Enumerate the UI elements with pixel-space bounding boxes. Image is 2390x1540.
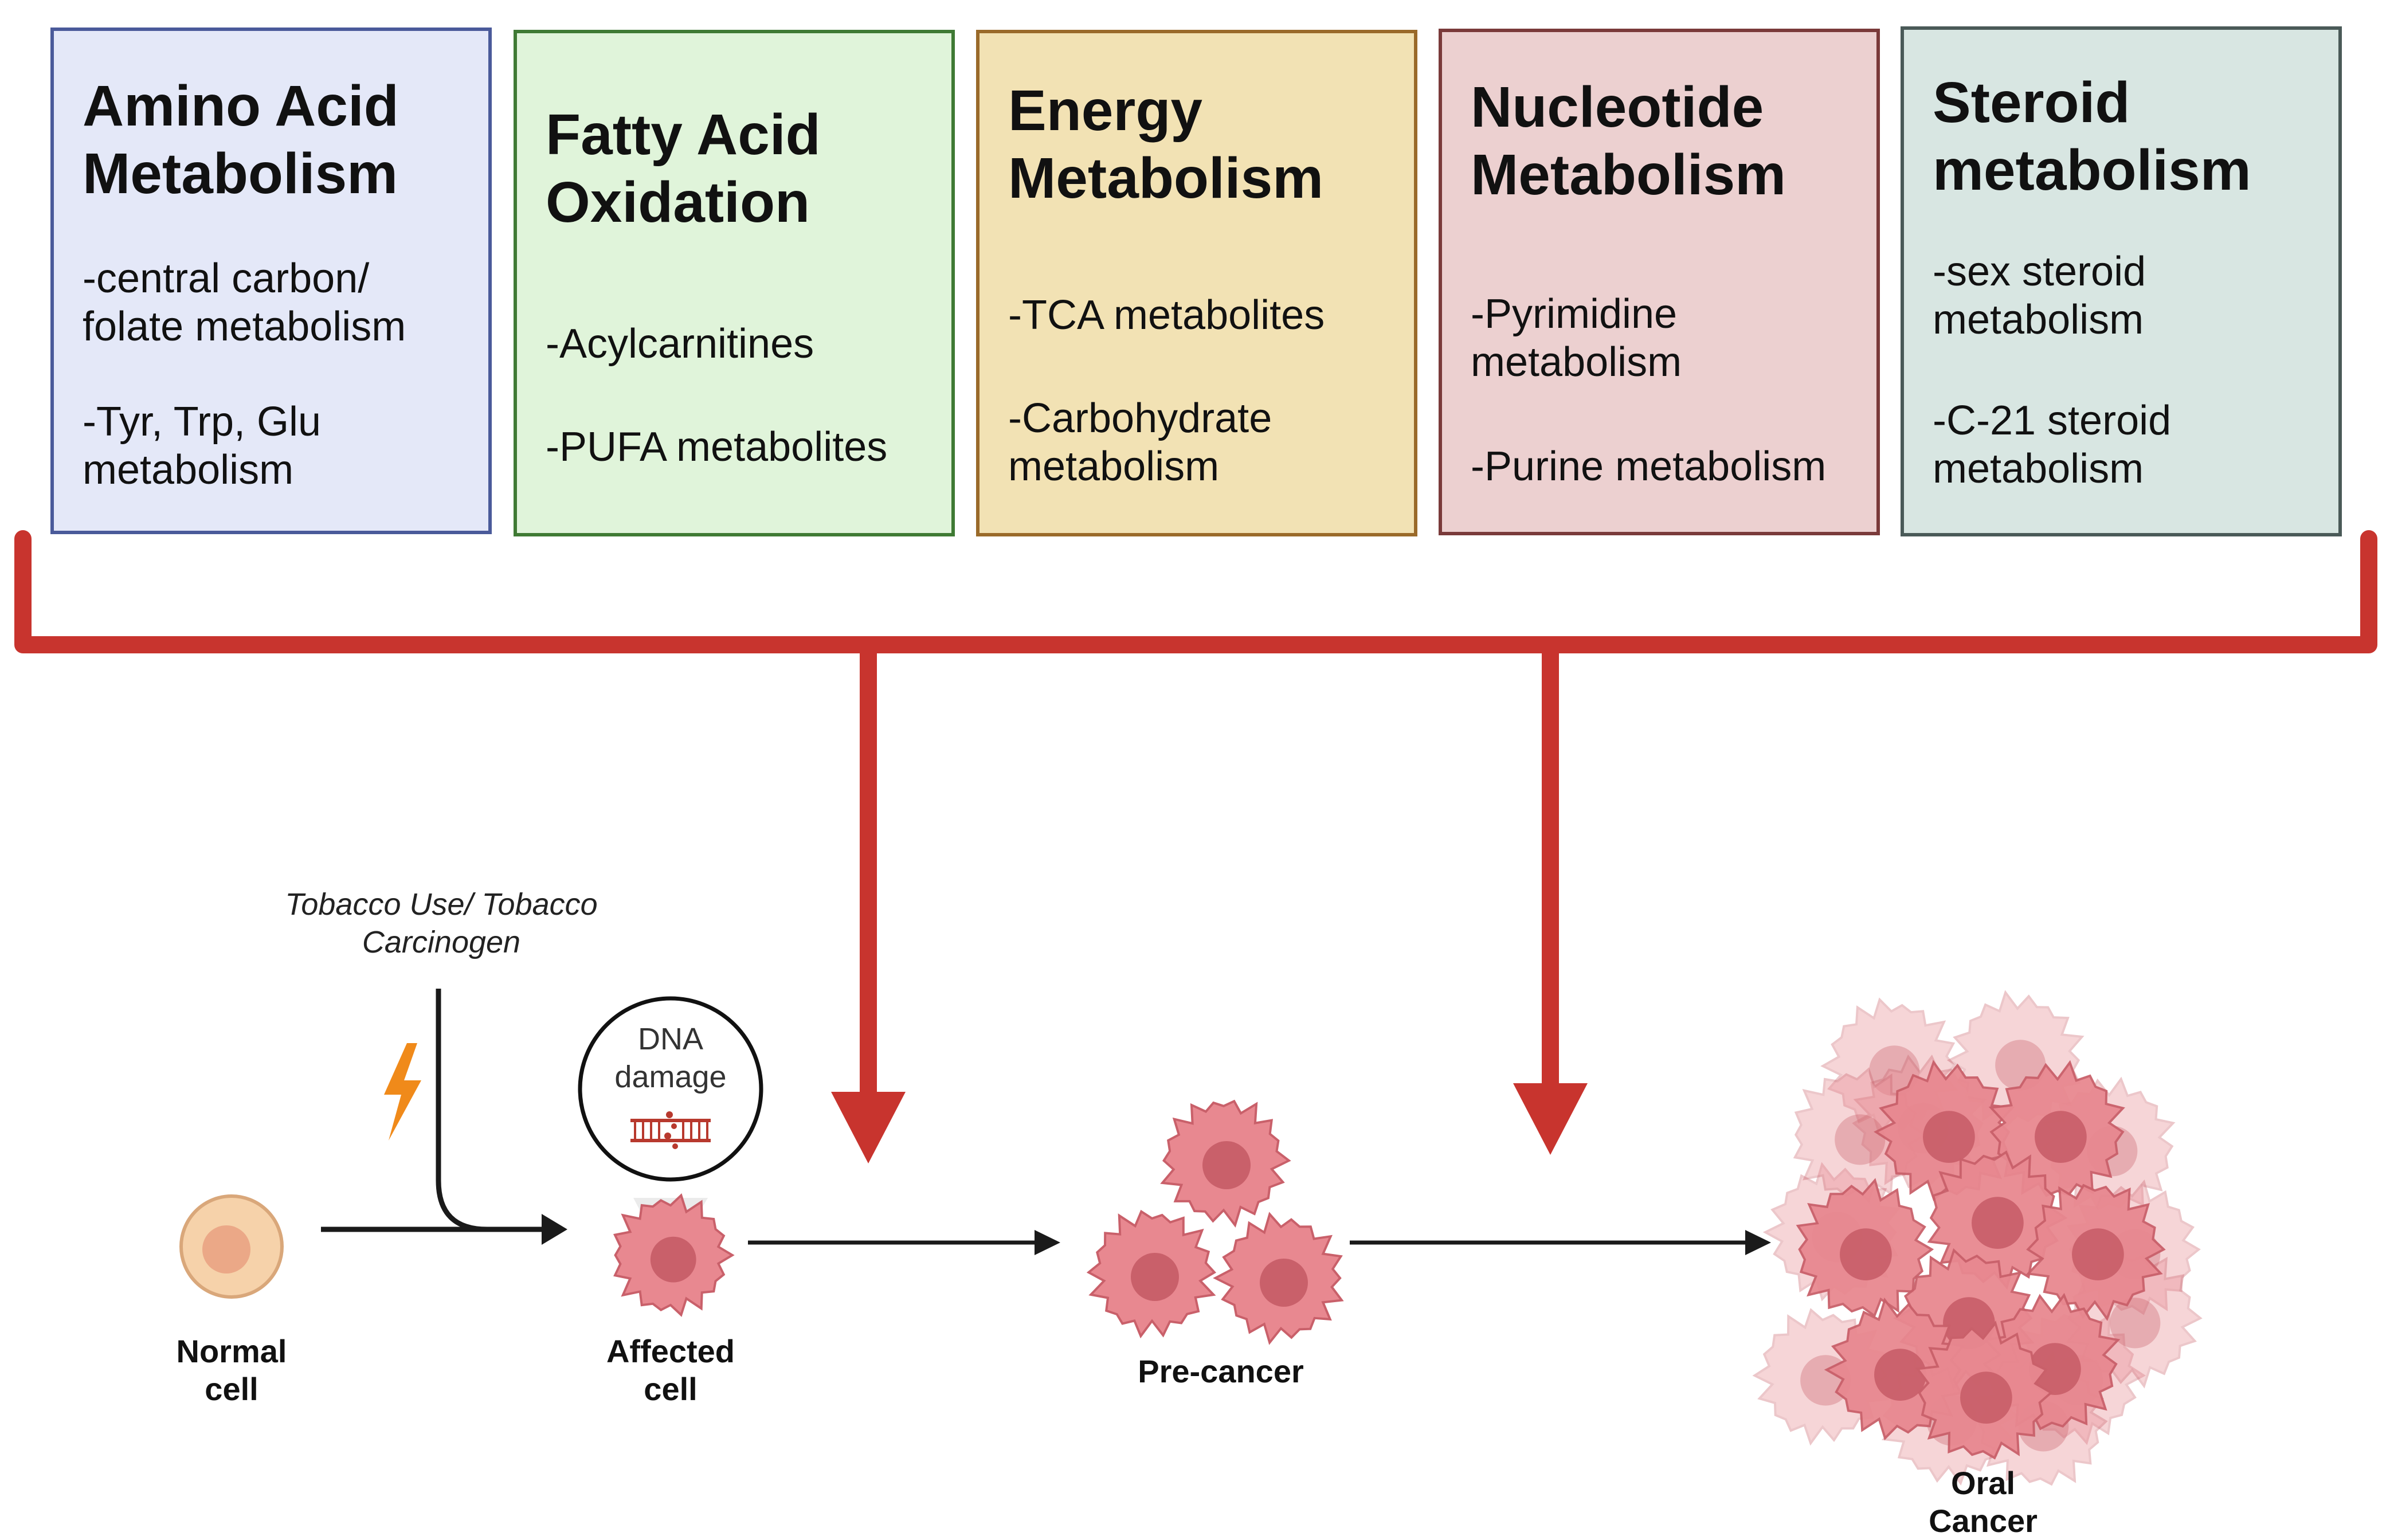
stage-precancer-label: Pre-cancer xyxy=(1138,1353,1304,1389)
box-item: -Purine metabolism xyxy=(1471,444,1827,489)
box-title: Nucleotide Metabolism xyxy=(1471,75,1786,207)
cancer-cells xyxy=(613,990,2203,1486)
cell-nucleus xyxy=(2110,1298,2161,1349)
cell-nucleus xyxy=(1202,1141,1251,1189)
box-item: -central carbon/ folate metabolism xyxy=(83,256,406,350)
box-item: -C-21 steroid metabolism xyxy=(1933,398,2172,492)
cell-nucleus xyxy=(1260,1259,1308,1307)
stage-affected-label: Affected cell xyxy=(606,1333,735,1407)
lightning-icon xyxy=(384,1043,421,1141)
dna-damage-label: DNA damage xyxy=(614,1022,727,1094)
flow-arrows xyxy=(321,989,1771,1255)
cell-nucleus xyxy=(1960,1371,2012,1424)
cell-nucleus xyxy=(1874,1349,1926,1401)
box-title: Fatty Acid Oxidation xyxy=(546,103,821,234)
box-energy: Energy Metabolism -TCA metabolites -Carb… xyxy=(976,30,1417,536)
cell-nucleus xyxy=(1840,1228,1892,1280)
cell-nucleus xyxy=(2029,1343,2081,1395)
cell-nucleus xyxy=(2035,1111,2087,1163)
connector-bracket xyxy=(14,530,2377,1163)
box-nucleotide: Nucleotide Metabolism -Pyrimidine metabo… xyxy=(1439,29,1880,535)
stage-oral-label: Oral Cancer xyxy=(1929,1465,2038,1539)
cell-nucleus xyxy=(1923,1111,1975,1163)
box-item: -PUFA metabolites xyxy=(546,424,888,470)
box-steroid: Steroid metabolism -sex steroid metaboli… xyxy=(1901,26,2342,536)
dna-icon xyxy=(630,1111,711,1149)
box-item: -TCA metabolites xyxy=(1008,292,1325,338)
cell-nucleus xyxy=(1835,1114,1886,1165)
box-title: Energy Metabolism xyxy=(1008,79,1324,210)
box-item: -Pyrimidine metabolism xyxy=(1471,291,1682,385)
stage-normal-label: Normal cell xyxy=(176,1333,287,1407)
cell-nucleus xyxy=(1972,1197,2024,1249)
box-item: -sex steroid metabolism xyxy=(1933,249,2146,343)
box-item: -Carbohydrate metabolism xyxy=(1008,395,1272,489)
box-item: -Tyr, Trp, Glu metabolism xyxy=(83,399,322,493)
trigger-label: Tobacco Use/ Tobacco Carcinogen xyxy=(285,887,598,959)
box-amino-acid: Amino Acid Metabolism -central carbon/ f… xyxy=(50,28,492,534)
normal-cell-icon xyxy=(179,1194,284,1299)
cell-nucleus xyxy=(1131,1253,1179,1301)
box-title: Steroid metabolism xyxy=(1933,70,2251,202)
box-fatty-acid: Fatty Acid Oxidation -Acylcarnitines -PU… xyxy=(514,30,955,536)
box-item: -Acylcarnitines xyxy=(546,321,814,367)
cell-nucleus xyxy=(1869,1045,1920,1096)
box-title: Amino Acid Metabolism xyxy=(83,74,399,206)
cell-nucleus xyxy=(650,1236,696,1283)
cell-nucleus xyxy=(2072,1228,2124,1280)
